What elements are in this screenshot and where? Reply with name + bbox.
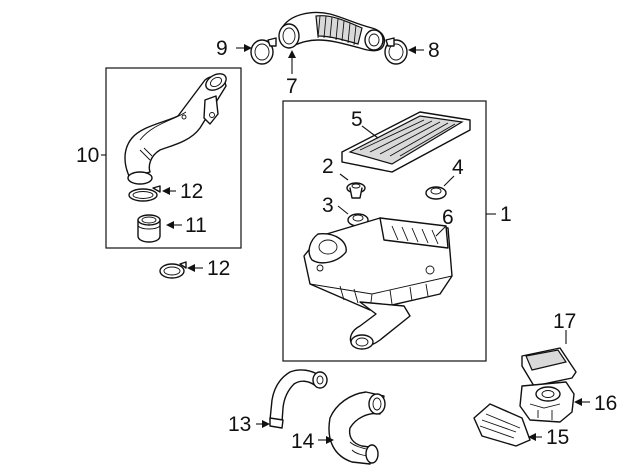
- leader-3: [337, 205, 349, 215]
- callout-1: 1: [500, 203, 512, 226]
- callout-3: 3: [322, 194, 334, 217]
- callout-12a: 12: [180, 180, 203, 203]
- callout-12b: 12: [207, 257, 230, 280]
- callout-4: 4: [452, 156, 464, 179]
- part-13-pcv-hose: [269, 369, 328, 429]
- arrowhead-15: [528, 433, 536, 441]
- callout-16: 16: [594, 392, 617, 415]
- callout-15: 15: [546, 426, 569, 449]
- callout-17: 17: [553, 310, 576, 333]
- part-9-hose-clamp: [250, 37, 277, 65]
- part-2-fastener: [346, 182, 366, 199]
- callout-7: 7: [286, 75, 298, 98]
- part-4-grommet: [425, 186, 447, 200]
- callout-5: 5: [351, 108, 363, 131]
- callout-13: 13: [228, 413, 251, 436]
- leader-5: [361, 125, 379, 139]
- part-14-air-duct: [328, 391, 386, 465]
- leader-6: [435, 225, 447, 237]
- callout-8: 8: [428, 39, 440, 62]
- arrowhead-9: [244, 44, 252, 52]
- part-16-resonator: [519, 381, 575, 423]
- arrowhead-14: [326, 436, 334, 444]
- part-5-filter-element: [341, 111, 471, 173]
- arrowhead-11: [166, 221, 174, 229]
- part-12-clamp-upper: [128, 185, 161, 202]
- callout-14: 14: [291, 430, 315, 453]
- callout-10: 10: [76, 144, 99, 167]
- group-box-1: [282, 100, 487, 362]
- part-15-deflector: [473, 403, 531, 447]
- part-6-air-cleaner-housing: [303, 217, 453, 350]
- arrowhead-12b: [187, 264, 195, 272]
- part-17-cover: [521, 347, 577, 387]
- arrowhead-7: [288, 50, 296, 58]
- arrowhead-8: [408, 46, 416, 54]
- group-box-10: [105, 67, 242, 249]
- callout-6: 6: [442, 206, 454, 229]
- part-12-clamp-lower: [159, 261, 187, 279]
- arrowhead-16: [574, 398, 582, 406]
- part-7-intake-duct: [278, 11, 386, 52]
- callout-2: 2: [322, 155, 334, 178]
- part-8-hose-clamp: [384, 37, 408, 65]
- leader-2: [339, 173, 349, 181]
- part-11-coupler: [137, 214, 161, 243]
- leader-4: [443, 175, 455, 187]
- part-10-intake-tube: [124, 73, 227, 185]
- callout-9: 9: [216, 37, 228, 60]
- callout-11: 11: [185, 214, 207, 237]
- arrowhead-12a: [162, 187, 170, 195]
- arrowhead-13: [262, 420, 270, 428]
